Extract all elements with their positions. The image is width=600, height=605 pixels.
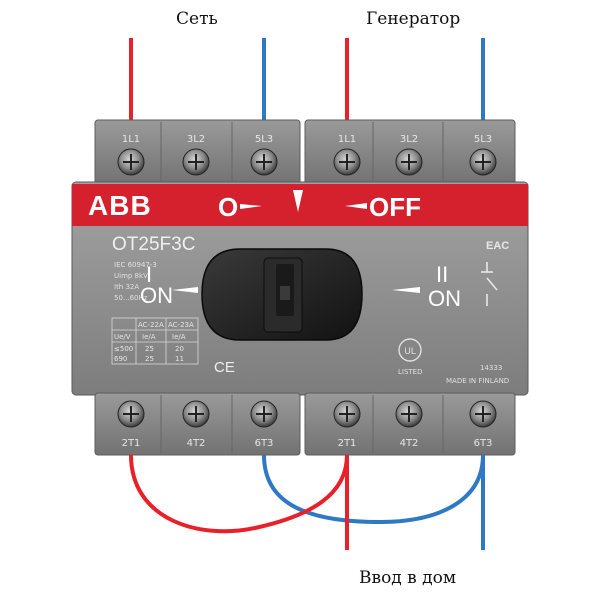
position-2-marker: II — [436, 262, 448, 287]
terminal-label-top-left-3: 5L3 — [255, 134, 273, 145]
position-1-marker: I — [146, 262, 152, 287]
table-header-1: Ue/V — [114, 333, 131, 341]
terminal-label-top-right-3: 5L3 — [474, 134, 492, 145]
ul-logo-icon: UL — [398, 338, 422, 362]
svg-text:UL: UL — [404, 347, 416, 357]
spec-line-1: IEC 60947-3 — [114, 261, 157, 269]
rotary-handle[interactable] — [201, 248, 363, 341]
position-2-label: ON — [428, 286, 461, 311]
terminal-label-top-right-2: 3L2 — [400, 134, 418, 145]
brand-logo: ABB — [88, 190, 152, 221]
pointer-marker-icon — [293, 190, 303, 212]
generator-caption: Генератор — [366, 9, 461, 29]
table-header-3: Ie/A — [172, 333, 186, 341]
house-input-caption: Ввод в дом — [359, 568, 457, 588]
position-1-label: ON — [140, 283, 173, 308]
table-header-2: Ie/A — [142, 333, 156, 341]
spec-line-4: 50...60Hz — [114, 294, 148, 302]
serial-number: 14333 — [480, 364, 502, 372]
table-cell: 25 — [145, 345, 154, 353]
ul-listed-text: LISTED — [398, 368, 423, 376]
arrow-left-icon — [345, 203, 367, 209]
table-cell: 11 — [175, 355, 184, 363]
terminal-label-bottom-left-2: 4T2 — [187, 438, 206, 449]
table-cell: 690 — [114, 355, 127, 363]
terminal-label-bottom-left-1: 2T1 — [122, 438, 141, 449]
spec-line-2: Uimp 8kV — [114, 272, 148, 280]
table-category-1: AC-22A — [138, 321, 164, 329]
position-2-pointer-icon — [392, 287, 420, 293]
table-cell: 20 — [175, 345, 184, 353]
ce-mark: CE — [214, 359, 235, 376]
ratings-table — [111, 317, 199, 365]
top-screws — [117, 148, 497, 176]
switch-symbol-icon — [481, 262, 498, 306]
terminal-label-bottom-right-1: 2T1 — [338, 438, 357, 449]
table-cell: ≤500 — [114, 345, 133, 353]
position-1-pointer-icon — [172, 287, 198, 293]
terminal-label-bottom-right-3: 6T3 — [474, 438, 493, 449]
off-label-left: O — [218, 192, 238, 222]
bottom-screws — [117, 400, 497, 428]
spec-line-3: Ith 32A — [114, 283, 139, 291]
terminal-label-bottom-right-2: 4T2 — [400, 438, 419, 449]
off-label-right: OFF — [369, 192, 421, 222]
terminal-label-top-left-1: 1L1 — [122, 134, 140, 145]
origin-label: MADE IN FINLAND — [446, 377, 509, 385]
bridge-neutral-wire — [262, 454, 485, 525]
terminal-label-top-right-1: 1L1 — [338, 134, 356, 145]
terminal-label-top-left-2: 3L2 — [187, 134, 205, 145]
model-label: OT25F3C — [112, 234, 195, 255]
eac-mark: EAC — [486, 240, 509, 252]
bridge-phase-wire — [129, 454, 349, 534]
grid-caption: Сеть — [176, 9, 218, 29]
table-category-2: AC-23A — [168, 321, 194, 329]
table-cell: 25 — [145, 355, 154, 363]
terminal-label-bottom-left-3: 6T3 — [255, 438, 274, 449]
arrow-right-icon — [240, 204, 262, 209]
